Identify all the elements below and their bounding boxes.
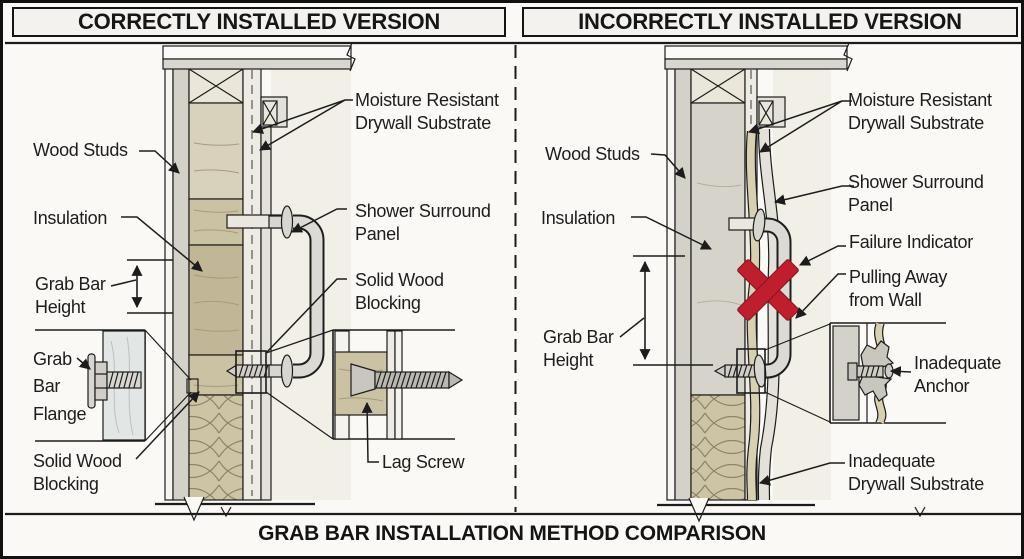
- inset-lag-screw-head: [350, 363, 376, 397]
- inset-flange-nut: [94, 361, 108, 401]
- leader-inadequate-anchor: [889, 366, 912, 377]
- inset-lag-screw-tip: [448, 370, 464, 390]
- leader-shower-panel: [291, 208, 347, 233]
- flange-detail-inset: [35, 329, 192, 442]
- insulation-upper: [188, 102, 244, 200]
- leader-failure-indicator: [799, 245, 846, 266]
- label-wood-studs-right: Wood Studs: [545, 144, 640, 164]
- leader-wood-studs-right: [650, 153, 686, 179]
- right-wall-assembly: [619, 42, 946, 523]
- label-grab-bar-height-right: Grab Bar Height: [543, 327, 614, 371]
- failure-x-icon: [737, 259, 799, 321]
- leader-wood-studs: [139, 150, 180, 174]
- label-insulation-right: Insulation: [541, 208, 616, 228]
- leaders-right: [631, 100, 912, 486]
- stud-cavity: [188, 68, 244, 501]
- lag-screw-detail-inset: [265, 329, 464, 463]
- leader-insulation: [121, 216, 203, 272]
- detail-source-box-right: [736, 348, 766, 394]
- flange-pulled-away-upper: [752, 208, 766, 242]
- anchor-wing-lower: [858, 374, 893, 402]
- ceiling-right: [664, 42, 853, 72]
- floor-line-left: [155, 496, 315, 522]
- leaders-left: [76, 99, 353, 460]
- label-lag-screw: Lag Screw: [382, 452, 465, 472]
- label-shower-surround-right: Shower Surround Panel: [848, 172, 984, 216]
- label-shower-surround-left: Shower Surround Panel: [355, 201, 491, 245]
- exposed-screw-upper: [728, 217, 756, 231]
- label-moisture-resistant-right: Moisture Resistant Drywall Substrate: [848, 90, 992, 134]
- label-moisture-resistant-left: Moisture Resistant Drywall Substrate: [355, 90, 499, 134]
- diagram-canvas: [5, 41, 1021, 523]
- ceiling-left: [162, 42, 356, 72]
- left-wall-assembly: [35, 42, 464, 522]
- grab-bar-height-dimension-left: [110, 259, 173, 314]
- exterior-siding: [164, 46, 174, 501]
- exterior-siding-right: [666, 46, 676, 501]
- floor-line-right: [657, 497, 926, 523]
- grab-bar-flange-lower: [280, 354, 294, 388]
- break-symbol-right: [843, 42, 853, 72]
- leader-lag-screw: [361, 401, 379, 463]
- label-solid-wood-blocking-lower: Solid Wood Blocking: [33, 451, 122, 495]
- grab-bar-flange-upper: [280, 205, 294, 239]
- wood-stud-right: [674, 46, 692, 501]
- label-inadequate-drywall: Inadequate Drywall Substrate: [848, 451, 984, 495]
- label-failure-indicator: Failure Indicator: [849, 232, 973, 252]
- leader-insulation-right: [631, 216, 712, 250]
- grab-bar-height-dimension-right: [619, 255, 713, 366]
- leader-inadequate-drywall: [758, 462, 845, 486]
- grab-bar-assembly: [225, 205, 325, 388]
- leader-moisture-2: [259, 99, 346, 151]
- leader-grab-bar-flange: [76, 357, 91, 370]
- label-solid-wood-blocking-right: Solid Wood Blocking: [355, 270, 444, 314]
- label-insulation-left: Insulation: [33, 208, 108, 228]
- detail-source-box-left: [235, 350, 267, 394]
- leader-pulling-away: [795, 273, 846, 319]
- label-pulling-away: Pulling Away from Wall: [849, 267, 948, 311]
- leader-shower-panel-right: [773, 185, 854, 206]
- insulation-mid: [188, 244, 244, 356]
- leader-solid-wood-blocking-lower: [135, 391, 200, 460]
- right-panel-header: INCORRECTLY INSTALLED VERSION: [522, 7, 1018, 37]
- footer-title: GRAB BAR INSTALLATION METHOD COMPARISON: [258, 522, 766, 545]
- label-wood-studs-left: Wood Studs: [33, 140, 128, 160]
- inset-flange-plate: [87, 353, 96, 409]
- leader-moisture-right-2: [759, 100, 843, 153]
- leader-solid-wood-blocking-right: [266, 278, 347, 353]
- stud-cavity-right: [690, 68, 746, 501]
- wood-stud: [172, 46, 190, 501]
- break-symbol: [346, 42, 356, 72]
- left-panel-header: CORRECTLY INSTALLED VERSION: [12, 7, 506, 37]
- anchor-bolt-head: [847, 362, 858, 381]
- label-inadequate-anchor: Inadequate Anchor: [914, 353, 1002, 397]
- label-grab-bar-height-left: Grab Bar Height: [35, 274, 106, 318]
- label-grab-bar-flange: Grab Bar Flange: [33, 349, 87, 424]
